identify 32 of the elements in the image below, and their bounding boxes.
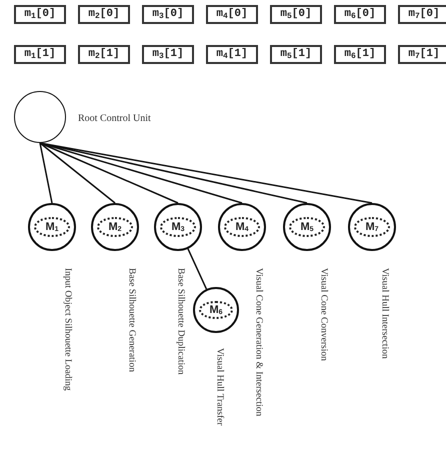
module-label: Visual Hull Transfer <box>214 348 224 426</box>
module-label: Base Silhouette Duplication <box>175 268 184 375</box>
module-id: M$_{6}$ <box>209 304 223 316</box>
connector-line <box>40 142 116 204</box>
memory-cell: m$_{5}$[1] <box>270 45 322 64</box>
memory-cell: m$_{6}$[1] <box>334 45 386 64</box>
module-id: M$_{7}$ <box>365 222 379 232</box>
memory-cell: m$_{2}$[0] <box>78 5 130 24</box>
module-id: M$_{3}$ <box>171 222 185 232</box>
memory-cell: m$_{7}$[0] <box>398 5 446 24</box>
memory-cell: m$_{4}$[0] <box>206 5 258 24</box>
memory-cell: m$_{6}$[0] <box>334 5 386 24</box>
memory-cell: m$_{7}$[1] <box>398 45 446 64</box>
memory-cell: m$_{3}$[1] <box>142 45 194 64</box>
module-id: M$_{5}$ <box>300 222 314 232</box>
memory-cell: m$_{5}$[0] <box>270 5 322 24</box>
memory-cell: m$_{1}$[0] <box>14 5 66 24</box>
module-id: M$_{2}$ <box>108 222 122 232</box>
connector-line <box>187 248 208 290</box>
module-label: Input Object Silhouette Loading <box>62 268 72 391</box>
memory-cell: m$_{1}$[1] <box>14 45 66 64</box>
module-id: M$_{1}$ <box>45 222 59 232</box>
memory-cell: m$_{4}$[1] <box>206 45 258 64</box>
memory-cell: m$_{3}$[0] <box>142 5 194 24</box>
module-label: Visual Hull Intersection <box>379 268 388 359</box>
module-label: Root Control Unit <box>78 114 151 124</box>
module-id: M$_{4}$ <box>235 222 249 232</box>
connector-line <box>39 142 53 204</box>
module-label: Base Silhouette Generation <box>126 268 136 372</box>
module-label: Visual Cone Conversion <box>318 268 328 361</box>
module-label: Visual Cone Generation & Intersection <box>253 268 262 416</box>
memory-cell: m$_{2}$[1] <box>78 45 130 64</box>
